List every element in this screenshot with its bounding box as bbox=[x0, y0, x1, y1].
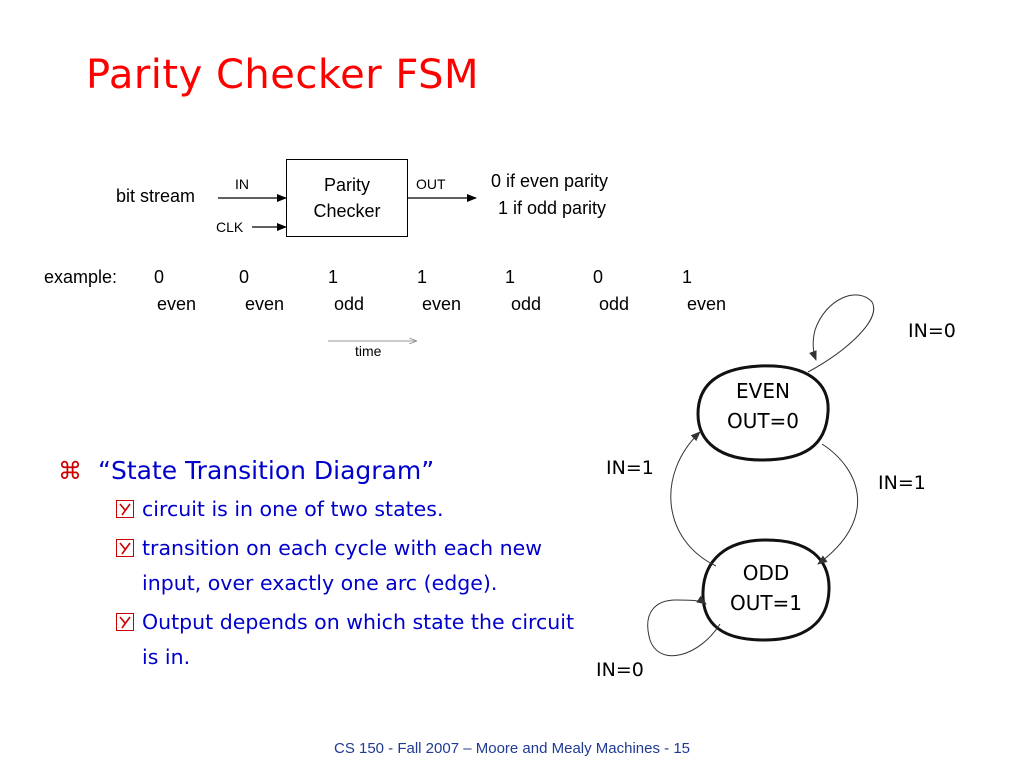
label-even-to-odd: IN=1 bbox=[878, 472, 926, 494]
example-parity: odd bbox=[599, 294, 630, 314]
state-odd: ODD OUT=1 bbox=[701, 538, 831, 642]
example-bit: 0 bbox=[239, 267, 250, 287]
example-parity: even bbox=[422, 294, 462, 314]
slide-title: Parity Checker FSM bbox=[86, 52, 480, 98]
bit-stream-label: bit stream bbox=[116, 186, 196, 206]
label-odd-self: IN=0 bbox=[596, 659, 644, 681]
output-line-odd: 1 if odd parity bbox=[498, 198, 607, 218]
sub-bullet: transition on each cycle with each new i… bbox=[116, 531, 578, 601]
example-bit: 1 bbox=[417, 267, 428, 287]
checkbox-bullet-icon bbox=[116, 613, 134, 631]
example-label: example: bbox=[44, 267, 118, 287]
sub-bullet-text: circuit is in one of two states. bbox=[142, 497, 444, 521]
sub-bullet: Output depends on which state the circui… bbox=[116, 605, 578, 675]
example-parity: even bbox=[245, 294, 285, 314]
bullet-main-text: “State Transition Diagram” bbox=[98, 456, 435, 485]
example-bit: 1 bbox=[682, 267, 693, 287]
clk-pin-label: CLK bbox=[216, 219, 244, 235]
example-bit: 0 bbox=[593, 267, 604, 287]
example-parity: odd bbox=[511, 294, 542, 314]
parity-checker-box: Parity Checker bbox=[286, 159, 408, 237]
example-parity: even bbox=[157, 294, 197, 314]
example-bit: 0 bbox=[154, 267, 165, 287]
time-label: time bbox=[355, 343, 382, 359]
state-odd-outline bbox=[701, 538, 831, 642]
arc-even-to-odd bbox=[817, 443, 858, 565]
state-odd-name: ODD bbox=[743, 561, 790, 585]
checkbox-bullet-icon bbox=[116, 539, 134, 557]
slide-footer: CS 150 - Fall 2007 – Moore and Mealy Mac… bbox=[333, 740, 690, 757]
arc-odd-self-loop bbox=[647, 595, 721, 657]
bullet-main: ⌘ “State Transition Diagram” bbox=[58, 454, 578, 488]
box-label-line2: Checker bbox=[313, 201, 381, 221]
sub-bullet-text: transition on each cycle with each new i… bbox=[142, 536, 543, 595]
example-bit: 1 bbox=[505, 267, 516, 287]
state-odd-output: OUT=1 bbox=[730, 591, 802, 615]
output-line-even: 0 if even parity bbox=[491, 171, 609, 191]
example-parity: odd bbox=[334, 294, 365, 314]
in-pin-label: IN bbox=[235, 176, 249, 192]
checkbox-bullet-icon bbox=[116, 500, 134, 518]
example-bit: 1 bbox=[328, 267, 339, 287]
box-label-line1: Parity bbox=[323, 175, 370, 195]
command-key-icon: ⌘ bbox=[58, 457, 82, 485]
out-pin-label: OUT bbox=[416, 176, 446, 192]
sub-bullet-text: Output depends on which state the circui… bbox=[142, 610, 575, 669]
sub-bullet: circuit is in one of two states. bbox=[116, 492, 578, 527]
bullet-list: ⌘ “State Transition Diagram” circuit is … bbox=[58, 454, 578, 675]
label-odd-to-even: IN=1 bbox=[606, 457, 654, 479]
parity-checker-block-diagram: bit stream IN CLK OUT Parity Checker 0 i… bbox=[116, 159, 609, 400]
block-diagram-wires bbox=[218, 194, 477, 400]
arc-odd-to-even bbox=[670, 431, 717, 567]
state-even-output: OUT=0 bbox=[727, 409, 799, 433]
example-parity: even bbox=[687, 294, 727, 314]
